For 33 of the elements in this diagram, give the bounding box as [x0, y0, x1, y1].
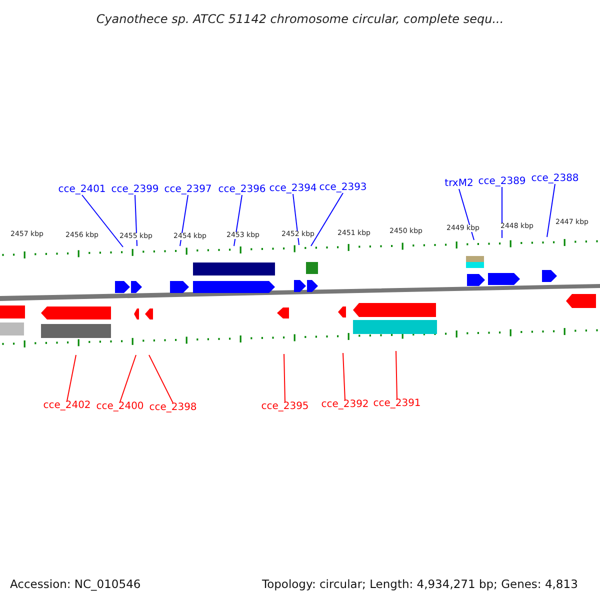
leader-line [292, 194, 300, 246]
gene-label: cce_2388 [531, 174, 579, 184]
gene-label: cce_2401 [58, 185, 106, 195]
gene-label: cce_2395 [261, 402, 309, 412]
leader-line [310, 192, 344, 246]
gene-label: cce_2391 [373, 399, 421, 409]
gene-label: cce_2393 [319, 183, 367, 193]
leader-line [134, 194, 138, 246]
gene-label: cce_2402 [43, 401, 91, 411]
gene-label: trxM2 [444, 179, 474, 189]
gene-label: cce_2392 [321, 400, 369, 410]
footer-text: Accession: NC_010546 [10, 577, 141, 591]
gene-label: cce_2394 [269, 184, 317, 194]
gene-label: cce_2399 [111, 185, 159, 195]
gene-label: cce_2400 [96, 402, 144, 412]
genome-map-drawing [0, 239, 600, 348]
leader-line [180, 194, 188, 246]
leader-line [458, 188, 474, 240]
gene-label: cce_2389 [478, 177, 526, 187]
leader-line [120, 354, 136, 402]
chart-title: Cyanothece sp. ATCC 51142 chromosome circular, complete sequ... [96, 13, 504, 25]
gene-label: cce_2396 [218, 185, 266, 195]
gene-label: cce_2398 [149, 403, 197, 413]
leader-line [82, 194, 124, 248]
leader-line [234, 194, 242, 246]
gene-label: cce_2397 [164, 185, 212, 195]
leader-line [66, 354, 76, 402]
leader-line [546, 184, 556, 238]
leader-line [342, 352, 346, 400]
leader-line [396, 350, 398, 400]
leader-line [148, 354, 174, 404]
leader-line [284, 354, 286, 402]
footer-text: Topology: circular; Length: 4,934,271 bp; Genes: 4,813 [262, 577, 578, 591]
